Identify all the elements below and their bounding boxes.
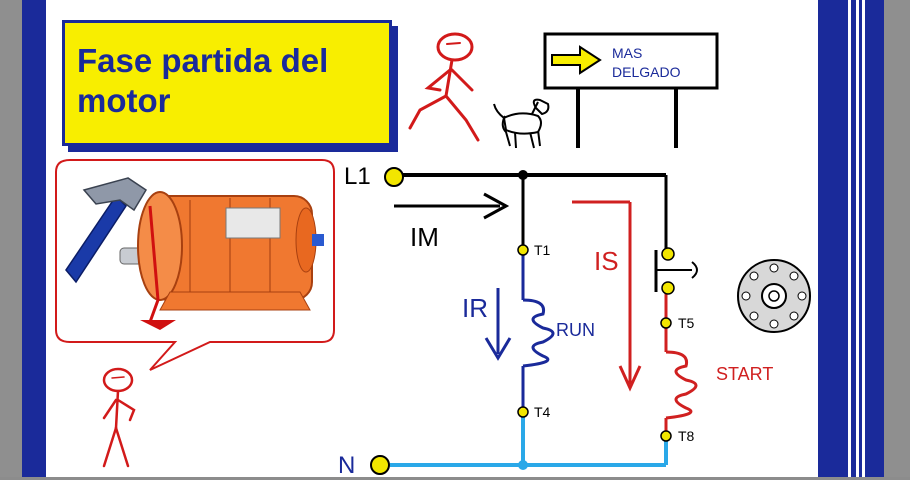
is-arrow [572,200,642,392]
sign-icon [543,32,719,148]
terminal-t5 [660,317,672,329]
stick-figure-icon [408,32,480,142]
label-t8: T8 [678,428,695,444]
label-ir: IR [462,293,488,323]
label-t5: T5 [678,315,695,331]
terminal-t1 [517,244,529,256]
terminal-t8 [660,430,672,442]
sign-line2: DELGADO [612,64,681,80]
label-t1: T1 [534,242,551,258]
im-arrow [394,192,510,220]
dog-icon [493,98,550,149]
label-l1: L1 [344,163,371,190]
terminal-n [370,455,390,475]
motor-flange-icon [737,259,811,333]
page-title: Fase partida del motor [77,42,329,119]
title-box: Fase partida del motor [62,20,392,146]
frame-right [818,0,910,477]
label-is: IS [594,246,619,276]
label-n: N [338,452,356,479]
electric-motor-icon [119,191,324,330]
terminal-t4 [517,406,529,418]
hammer-icon [65,177,148,284]
label-run: RUN [556,320,595,340]
terminal-l1 [384,167,404,187]
label-im: IM [410,222,439,252]
frame-left [0,0,48,477]
label-start: START [716,364,774,384]
label-t4: T4 [534,404,551,420]
ir-arrow [484,288,512,361]
stick-figure-small-icon [102,367,136,468]
sign-line1: MAS [612,45,643,61]
switch-icon [654,247,698,295]
